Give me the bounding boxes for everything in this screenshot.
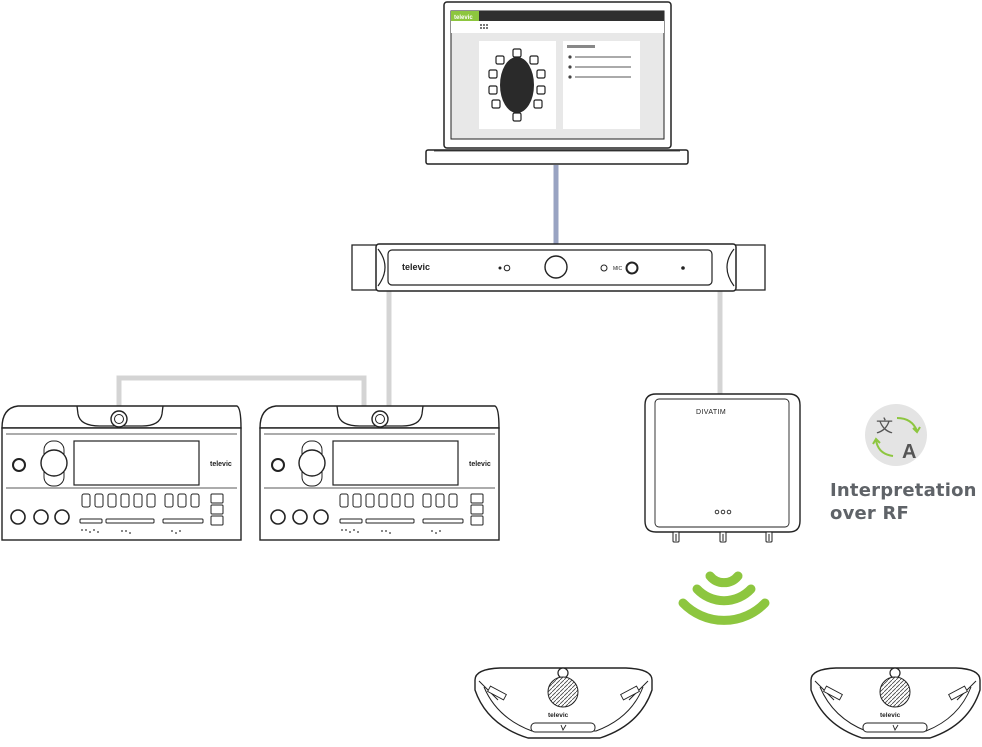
rack-brand-label: televic: [402, 262, 430, 272]
cable-desk-1-to-desk-2: [116, 375, 367, 410]
source-language-glyph: 文: [876, 417, 893, 436]
wireless-delegate-unit-1: televic: [474, 667, 653, 739]
rf-caption-line-1: Interpretation: [830, 480, 977, 501]
headphone-jack: [681, 266, 685, 270]
details-list: [568, 55, 631, 79]
app-brand-tag: [451, 11, 479, 21]
unit-1-button-bar: [530, 722, 596, 733]
desk-2-slots: [339, 518, 464, 524]
power-indicator: [600, 264, 608, 272]
mic-connector: [625, 261, 639, 275]
rf-caption-line-2: over RF: [830, 503, 910, 524]
app-header-bar: [451, 11, 664, 21]
unit-2-brand-label: televic: [880, 712, 901, 719]
app-brand-label: televic: [454, 15, 473, 21]
desk-2-knob-b: [292, 509, 308, 525]
details-panel: [563, 41, 640, 129]
seat-icons: [488, 48, 546, 122]
interpreter-desk-2: televic: [259, 405, 500, 541]
rf-device-front: [654, 398, 790, 528]
app-grid-icon: [480, 24, 488, 29]
cables: [116, 165, 723, 412]
badge-circle: [865, 404, 927, 466]
status-led: [498, 266, 502, 270]
desk-2-knob-c: [313, 509, 329, 525]
desk-2-brand-label: televic: [469, 461, 491, 468]
rack-main-knob: [544, 255, 568, 279]
rf-antenna-feet: [672, 531, 773, 543]
desk-1-volume-knob: [12, 458, 26, 472]
desk-1-knob-a: [10, 509, 26, 525]
unit-1-brand-label: televic: [548, 712, 569, 719]
rf-signal-icon: [678, 571, 770, 625]
unit-1-speaker-grille: [547, 676, 579, 708]
translate-arrow-top: [896, 417, 918, 432]
desk-2-braille-marks: [341, 529, 441, 534]
meeting-table: [500, 57, 534, 113]
interpretation-badge: 文 A: [865, 404, 927, 466]
central-unit: televic MIC: [351, 243, 766, 292]
desk-1-keys: [81, 493, 224, 526]
rf-led-1: [714, 509, 720, 515]
desk-1-mic-socket: [110, 410, 128, 428]
desk-1-main-dial: [40, 449, 68, 477]
desk-1-display: [73, 440, 200, 486]
desk-2-main-dial: [298, 449, 326, 477]
desk-2-volume-knob: [271, 458, 285, 472]
usb-port: [503, 264, 511, 272]
rf-led-3: [726, 509, 732, 515]
desk-2-mic-socket: [371, 410, 389, 428]
laptop-base: [425, 149, 689, 165]
desk-2-knob-a: [270, 509, 286, 525]
app-toolbar: [451, 21, 664, 33]
rf-caption: Interpretation over RF: [830, 479, 977, 525]
rf-led-2: [720, 509, 726, 515]
desk-1-knob-b: [33, 509, 49, 525]
rf-access-point: DIVATIM: [644, 393, 801, 543]
rf-device-label: DIVATIM: [696, 409, 726, 416]
desk-1-knob-c: [54, 509, 70, 525]
desk-2-display: [332, 440, 459, 486]
desk-1-brand-label: televic: [210, 461, 232, 468]
desk-1-braille-marks: [81, 529, 181, 534]
target-language-glyph: A: [902, 441, 916, 463]
unit-2-speaker-grille: [879, 676, 911, 708]
rack-mic-label: MIC: [613, 266, 623, 272]
laptop: televic: [425, 1, 689, 165]
desk-1-slots: [79, 518, 204, 524]
details-title-bar: [567, 45, 595, 48]
unit-2-button-bar: [862, 722, 928, 733]
translate-arrow-bottom: [875, 439, 894, 457]
desk-2-keys: [339, 493, 484, 526]
wireless-delegate-unit-2: televic: [810, 667, 981, 739]
interpreter-desk-1: televic: [1, 405, 242, 541]
